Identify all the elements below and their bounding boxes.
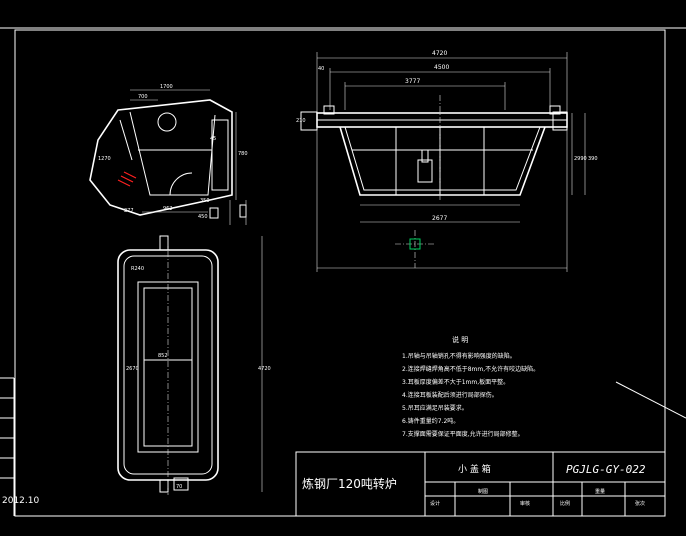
svg-text:45: 45 — [210, 136, 216, 142]
svg-text:70: 70 — [176, 484, 182, 490]
svg-text:780: 780 — [238, 151, 248, 157]
left-margin-ruler — [0, 377, 15, 516]
svg-text:2670: 2670 — [126, 366, 139, 372]
section-view: 1700 700 780 1270 45 962 277 350 450 — [89, 84, 248, 225]
drawing-number: PGJLG-GY-022 — [566, 463, 646, 476]
svg-text:4720: 4720 — [432, 50, 447, 57]
note-5: 5.吊耳应满足吊装要求。 — [402, 404, 468, 412]
note-6: 6.铸件重量约7.2吨。 — [402, 417, 459, 425]
svg-text:1270: 1270 — [98, 156, 111, 162]
svg-text:210: 210 — [296, 118, 306, 124]
date-label: 2012.10 — [2, 496, 39, 506]
title-block: 炼钢厂120吨转炉 小 盖 箱 PGJLG-GY-022 设计 制图 审核 比例… — [295, 451, 666, 517]
svg-text:3777: 3777 — [405, 78, 420, 85]
sub-title: 小 盖 箱 — [458, 463, 491, 475]
svg-text:张次: 张次 — [635, 500, 645, 507]
svg-text:4720: 4720 — [258, 366, 271, 372]
svg-text:390: 390 — [588, 156, 598, 162]
note-7: 7.支撑面需要保证平面度,允许进行局部修整。 — [402, 430, 524, 438]
svg-text:40: 40 — [318, 66, 324, 72]
svg-text:重量: 重量 — [595, 488, 605, 495]
svg-text:852: 852 — [158, 353, 168, 359]
svg-text:450: 450 — [198, 214, 208, 220]
svg-text:R240: R240 — [131, 266, 144, 272]
technical-notes: 说 明 1.吊轴与吊轴销孔不得有影响强度的缺陷。 2.连接焊缝焊角高不低于8mm… — [402, 335, 539, 438]
svg-text:4500: 4500 — [434, 64, 449, 71]
note-2: 2.连接焊缝焊角高不低于8mm,不允许有咬边缺陷。 — [402, 365, 539, 373]
note-3: 3.耳板厚度偏差不大于1mm,板面平整。 — [402, 378, 509, 386]
svg-text:2677: 2677 — [432, 215, 447, 222]
svg-text:比例: 比例 — [560, 500, 570, 507]
elevation-view: 4720 4500 3777 40 2990 390 210 2677 — [296, 50, 598, 272]
svg-text:2990: 2990 — [574, 156, 587, 162]
svg-text:700: 700 — [138, 94, 148, 100]
svg-text:1700: 1700 — [160, 84, 173, 90]
note-1: 1.吊轴与吊轴销孔不得有影响强度的缺陷。 — [402, 352, 516, 360]
svg-text:制图: 制图 — [478, 488, 488, 495]
svg-text:277: 277 — [124, 208, 134, 214]
svg-text:350: 350 — [200, 198, 210, 204]
svg-text:审核: 审核 — [520, 500, 530, 507]
notes-title: 说 明 — [452, 335, 468, 344]
part-name: 炼钢厂120吨转炉 — [302, 476, 397, 491]
svg-text:962: 962 — [163, 206, 173, 212]
plan-view: R240 852 2670 4720 70 — [117, 235, 271, 495]
svg-text:设计: 设计 — [430, 500, 440, 507]
note-4: 4.连接耳板装配后须进行局部探伤。 — [402, 391, 498, 399]
